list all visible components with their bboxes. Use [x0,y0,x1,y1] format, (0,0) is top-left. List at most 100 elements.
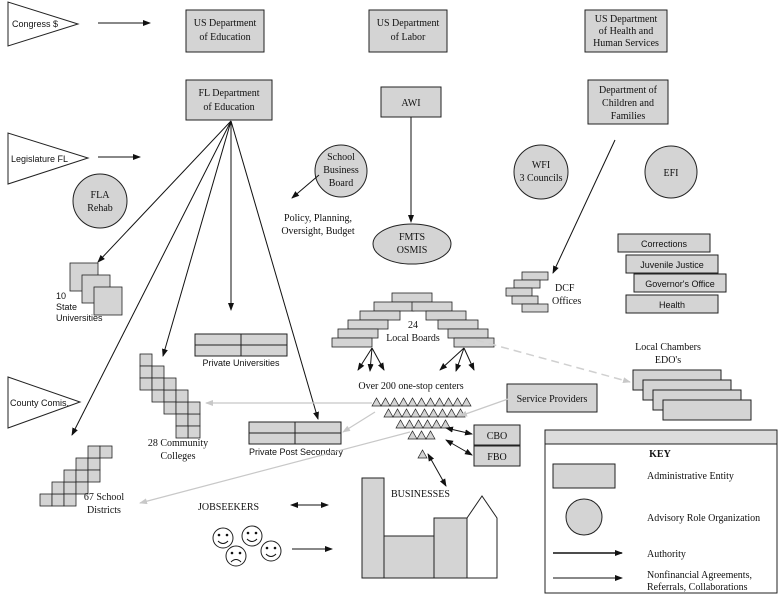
cbo-label: CBO [487,431,508,442]
us-labor-line2: of Labor [391,32,426,43]
one-stop-center-triangle [419,408,430,418]
dcf-line2: Children and [602,98,654,109]
congress-source: Congress $ [7,1,80,47]
jobseekers-label: JOBSEEKERS [198,502,259,513]
dcf-offices-line2: Offices [552,296,581,307]
us-hhs-line2: of Health and [599,26,653,37]
agency-corrections: Corrections [641,239,688,249]
local-boards-line1: 24 [408,320,418,331]
key-title: KEY [649,449,671,460]
one-stop-center-triangle [437,408,448,418]
legislature-label: Legislature FL [11,154,68,164]
sad-face-icon [225,545,247,567]
policy-line2: Oversight, Budget [281,226,355,237]
dcf-box: Department of Children and Families [587,79,669,125]
stack-cell [99,445,113,459]
agency-juvenile: Juvenile Justice [640,260,704,270]
fla-rehab-circle: FLA Rehab [72,173,128,229]
policy-line1: Policy, Planning, [284,213,352,224]
fmts-osmis-ellipse: FMTS OSMIS [372,223,452,265]
stack-cell [63,493,77,507]
community-colleges-stair [139,353,201,439]
one-stop-center-triangle [440,419,451,429]
school-districts-line1: 67 School [84,492,125,503]
legend-key: KEY Administrative Entity Advisory Role … [544,429,778,594]
sbb-line1: School [327,152,355,163]
us-labor-line1: US Department [377,18,440,29]
school-business-board-circle: School Business Board [314,144,368,198]
stack-cell [63,481,77,495]
us-dept-education-box: US Department of Education [185,9,265,53]
happy-face-icon [212,527,234,549]
stack-cell [75,457,89,471]
key-admin-swatch [552,463,616,489]
one-stop-center-triangle [422,419,433,429]
stack-cell [175,401,189,415]
private-universities-box [194,333,288,357]
stack-cell [151,377,165,391]
local-chambers-stack [632,369,752,421]
one-stop-centers-pyramid [371,397,472,459]
us-dept-labor-box: US Department of Labor [368,9,448,53]
awi-box: AWI [380,86,442,118]
awi-label: AWI [401,98,420,109]
private-universities-label: Private Universities [202,358,280,368]
one-stop-label: Over 200 one-stop centers [358,381,463,392]
county-label: County Comis. [10,398,69,408]
us-dept-hhs-box: US Department of Health and Human Servic… [584,9,668,53]
service-providers-label: Service Providers [517,394,588,405]
us-education-line1: US Department [194,18,257,29]
stack-cell [139,365,153,379]
stack-cell [187,425,201,439]
fl-education-line1: FL Department [198,88,259,99]
sbb-line2: Business [323,165,359,176]
centers-businesses-arrow [427,453,447,487]
one-stop-center-triangle [446,408,457,418]
dcf-line3: Families [611,111,646,122]
agency-health: Health [659,300,685,310]
stack-cell [51,481,65,495]
stack-cell [63,469,77,483]
boards-to-chambers-dashed [475,339,631,384]
stack-cell [75,481,89,495]
fl-education-line2: of Education [203,102,254,113]
agency-health-box: Health [625,294,719,314]
fla-rehab-line1: FLA [91,190,111,201]
happy-face-icon [260,540,282,562]
one-stop-center-triangle [434,397,445,407]
local-boards-arch [331,292,495,348]
wfi-line1: WFI [532,160,550,171]
fbo-box: FBO [473,445,521,467]
key-nonfinancial-line2: Referrals, Collaborations [647,582,748,593]
efi-circle: EFI [644,145,698,199]
one-stop-center-triangle [392,408,403,418]
sbb-to-policy-arrow [291,174,320,199]
school-districts-line2: Districts [87,505,121,516]
congress-label: Congress $ [12,19,58,29]
key-admin-label: Administrative Entity [647,471,734,482]
one-stop-center-triangle [443,397,454,407]
one-stop-center-triangle [407,430,418,440]
one-stop-center-triangle [452,397,463,407]
stack-cell [175,389,189,403]
one-stop-center-triangle [413,419,424,429]
one-stop-center-triangle [416,430,427,440]
dcf-line1: Department of [599,85,658,96]
one-stop-center-triangle [389,397,400,407]
efi-label: EFI [664,168,679,179]
private-post-secondary-box [248,421,342,445]
us-education-line2: of Education [199,32,250,43]
legislature-source: Legislature FL [7,132,90,185]
one-stop-center-triangle [398,397,409,407]
universities-line2: State [56,302,77,312]
happy-face-icon [241,525,263,547]
stack-cell [163,377,177,391]
chambers-line2: EDO's [655,355,681,366]
boards-to-centers-arrows [357,347,475,372]
stack-cell [187,413,201,427]
stack-cell [139,377,153,391]
one-stop-center-triangle [407,397,418,407]
one-stop-center-triangle [401,408,412,418]
state-universities-stack [69,262,123,316]
one-stop-center-triangle [380,397,391,407]
